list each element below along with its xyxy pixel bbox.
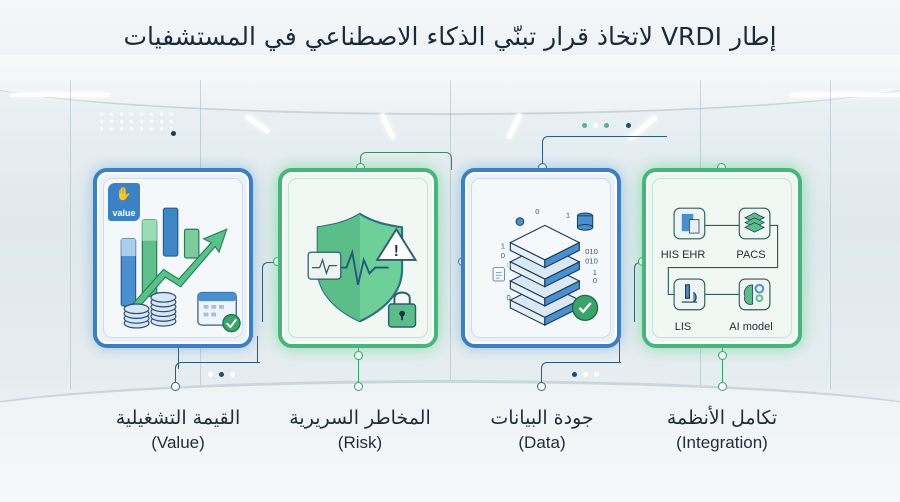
node-label-his-ehr: HIS EHR xyxy=(660,249,706,261)
document-icon xyxy=(492,267,506,282)
ceiling-light xyxy=(10,93,110,97)
connector-line xyxy=(541,362,621,384)
node-ai-model xyxy=(738,278,771,311)
server-stack-icon xyxy=(509,224,581,327)
connector-line xyxy=(358,347,359,382)
svg-text:!: ! xyxy=(394,243,399,260)
pillar-card-integration: HIS EHR PACS LIS AI model xyxy=(642,168,802,348)
card-panel: ! xyxy=(288,178,428,338)
glass-pane-divider xyxy=(70,80,71,390)
node-label-ai-model: AI model xyxy=(729,321,773,333)
svg-text:0: 0 xyxy=(507,261,511,270)
pillar-label-risk: المخاطر السريرية (Risk) xyxy=(289,407,431,452)
ceiling-light xyxy=(244,113,271,135)
connector-line xyxy=(360,152,452,170)
warning-icon: ! xyxy=(375,227,418,261)
ceiling-light xyxy=(379,112,396,140)
ceiling-light xyxy=(506,112,523,140)
decorative-dot-grid xyxy=(100,113,176,130)
trend-arrow-icon xyxy=(131,228,228,309)
pillar-card-value: ✋ value xyxy=(93,168,253,348)
ceiling-light xyxy=(790,93,900,97)
monitor-pulse-icon xyxy=(307,251,342,280)
risk-illustration: ! xyxy=(307,212,418,328)
pillar-card-risk: ! xyxy=(278,168,438,348)
svg-text:0: 0 xyxy=(507,293,511,302)
connector-line xyxy=(178,347,179,369)
connector-line xyxy=(257,336,258,363)
pillar-label-data: جودة البيانات (Data) xyxy=(490,407,594,452)
decorative-dots xyxy=(582,123,631,128)
svg-text:1: 1 xyxy=(501,241,505,250)
svg-text:0: 0 xyxy=(593,276,597,285)
page-title: إطار VRDI لاتخاذ قرار تبنّي الذكاء الاصط… xyxy=(123,22,777,51)
pillar-label-value: القيمة التشغيلية (Value) xyxy=(115,407,241,452)
node-his-ehr xyxy=(673,207,706,240)
svg-text:1: 1 xyxy=(593,268,597,277)
check-circle-icon xyxy=(571,294,599,321)
card-panel: ✋ value xyxy=(103,178,243,338)
integration-illustration xyxy=(667,207,779,311)
connector-node xyxy=(537,382,546,391)
system-link-lines xyxy=(667,224,779,295)
svg-text:1: 1 xyxy=(566,211,570,220)
svg-text:010: 010 xyxy=(585,257,598,266)
node-label-pacs: PACS xyxy=(736,249,766,261)
pillar-label-integration: تكامل الأنظمة (Integration) xyxy=(666,407,778,452)
card-panel: HIS EHR PACS LIS AI model xyxy=(652,178,792,338)
ceiling-arc xyxy=(0,55,900,115)
connector-line xyxy=(175,362,260,382)
node-lis xyxy=(673,278,706,311)
decorative-dot xyxy=(171,131,176,136)
decorative-dot xyxy=(515,217,525,226)
node-label-lis: LIS xyxy=(674,321,692,333)
svg-text:010: 010 xyxy=(585,247,598,256)
calendar-check-icon xyxy=(197,291,241,333)
coin-stack-icon xyxy=(123,291,177,329)
connector-line xyxy=(542,136,667,168)
connector-node xyxy=(354,351,363,360)
glass-pane-divider xyxy=(830,80,831,390)
padlock-icon xyxy=(387,291,417,328)
connector-node xyxy=(354,382,363,391)
connector-node xyxy=(171,382,180,391)
heartbeat-icon xyxy=(336,248,389,286)
bar-chart-icon xyxy=(120,207,200,307)
connector-line xyxy=(262,262,280,322)
database-icon xyxy=(576,212,594,231)
glass-pane-divider xyxy=(450,80,451,390)
svg-text:0: 0 xyxy=(501,251,505,260)
connector-node xyxy=(718,351,727,360)
hand-coin-icon: ✋ xyxy=(115,187,133,202)
connector-line xyxy=(722,347,723,382)
connector-line xyxy=(619,340,620,363)
value-badge: ✋ value xyxy=(108,183,140,221)
svg-text:0: 0 xyxy=(535,207,539,216)
connector-node xyxy=(718,382,727,391)
node-pacs xyxy=(738,207,771,240)
value-illustration xyxy=(120,207,241,333)
